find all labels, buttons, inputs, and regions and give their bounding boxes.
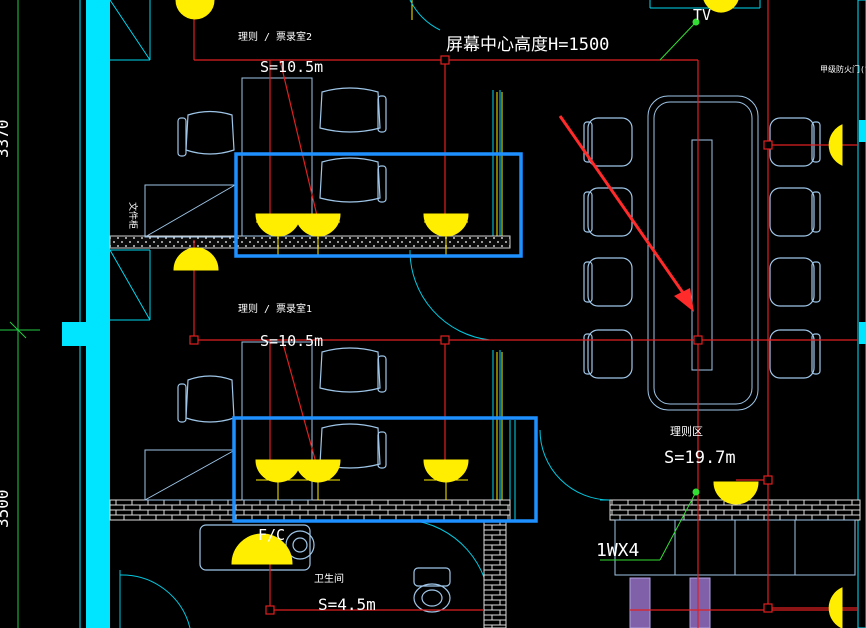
door-jambs bbox=[411, 0, 503, 500]
highlight-box-lower[interactable] bbox=[232, 416, 538, 523]
partitions bbox=[109, 0, 860, 521]
cabinet-label: 文件柜 bbox=[127, 202, 139, 229]
right-note: 甲级防火门(常闭) bbox=[820, 64, 866, 74]
outer-wall-right bbox=[857, 0, 866, 628]
junction-box-icon bbox=[189, 55, 773, 615]
circuit-label: 1WX4 bbox=[596, 540, 639, 561]
hatched-wall-upper bbox=[109, 235, 511, 249]
highlight-box-upper[interactable] bbox=[234, 152, 523, 258]
chair-icon bbox=[769, 329, 821, 379]
chair-icon bbox=[769, 187, 821, 237]
half-dome-light-icon bbox=[295, 459, 341, 483]
room-lower-label: 理则 / 票录室1 bbox=[238, 302, 312, 315]
light-stems bbox=[256, 221, 468, 500]
screen-height-label: 屏幕中心高度H=1500 bbox=[446, 35, 609, 55]
chairs bbox=[177, 87, 821, 469]
desks bbox=[144, 77, 313, 501]
light-fixtures bbox=[173, 0, 843, 628]
meeting-area-label: 理则区 bbox=[670, 425, 703, 438]
chair-icon bbox=[177, 110, 235, 157]
conference-table bbox=[647, 95, 759, 411]
chair-icon bbox=[769, 257, 821, 307]
half-dome-light-icon bbox=[423, 213, 469, 237]
labels: 理则 / 票录室2 S=10.5m 屏幕中心高度H=1500 TV 理则 / 票… bbox=[127, 6, 866, 614]
chair-icon bbox=[583, 257, 633, 307]
chair-icon bbox=[177, 375, 235, 423]
room-upper-area: S=10.5m bbox=[260, 58, 323, 76]
half-dome-light-icon bbox=[255, 213, 301, 237]
restroom-label: 卫生间 bbox=[314, 572, 344, 585]
room-upper-label: 理则 / 票录室2 bbox=[238, 30, 312, 43]
room-lower-area: S=10.5m bbox=[260, 332, 323, 350]
wall-lamp-icon bbox=[173, 247, 219, 271]
half-dome-light-icon bbox=[423, 459, 469, 483]
chair-icon bbox=[319, 157, 387, 203]
half-dome-light-icon bbox=[255, 459, 301, 483]
brick-wall-vertical bbox=[483, 519, 507, 628]
wall-lamp-icon bbox=[175, 0, 215, 20]
sink-icon bbox=[199, 524, 315, 571]
dimension-upper-text: 3370 bbox=[0, 119, 12, 158]
wall-lamp-icon bbox=[828, 124, 843, 166]
toilet-icon bbox=[413, 567, 451, 613]
wiring bbox=[193, 0, 858, 628]
cabinets bbox=[614, 519, 856, 628]
wall-lamp-icon bbox=[231, 533, 293, 565]
red-arrow-icon bbox=[558, 115, 694, 312]
half-dome-light-icon bbox=[713, 481, 759, 505]
tv-label: TV bbox=[693, 6, 711, 24]
chair-icon bbox=[319, 347, 387, 393]
restroom-area: S=4.5m bbox=[318, 595, 376, 614]
chair-icon bbox=[583, 187, 633, 237]
closet-label: F/C bbox=[258, 526, 285, 544]
meeting-area-size: S=19.7m bbox=[664, 448, 736, 468]
half-dome-light-icon bbox=[295, 213, 341, 237]
wall-lamp-icon bbox=[828, 587, 843, 628]
chair-icon bbox=[769, 117, 821, 167]
outer-wall-left bbox=[62, 0, 110, 628]
wall-lamp-icon bbox=[703, 0, 739, 13]
chair-icon bbox=[319, 87, 387, 133]
chair-icon bbox=[583, 329, 633, 379]
dimension-lower-text: 3500 bbox=[0, 489, 12, 528]
leader-lines bbox=[600, 18, 700, 561]
dimension-lines bbox=[0, 0, 40, 628]
brick-wall-lower bbox=[109, 499, 511, 521]
chair-icon bbox=[583, 117, 633, 167]
